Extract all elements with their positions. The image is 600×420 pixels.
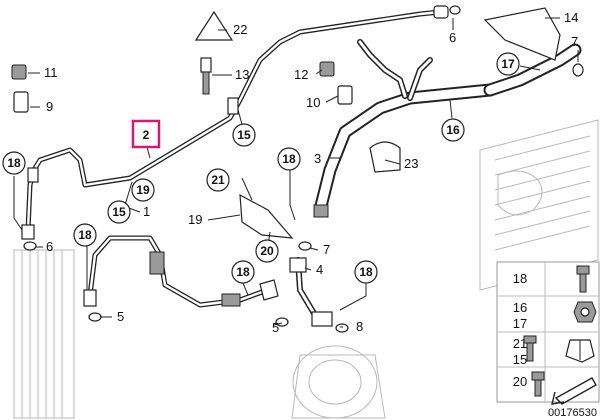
circle-18-lower-left[interactable]: 18	[73, 223, 97, 247]
label-11: 11	[44, 65, 58, 80]
condenser-outline	[13, 249, 75, 419]
legend-label-17: 17	[513, 316, 527, 331]
small-parts	[11, 5, 584, 333]
legend-nut-icon	[573, 301, 597, 323]
legend-label-15: 15	[513, 352, 527, 367]
circle-18-mid[interactable]: 18	[277, 147, 301, 171]
label-9: 9	[46, 99, 53, 114]
label-8: 8	[356, 319, 363, 334]
circle-18-bottom[interactable]: 18	[231, 260, 255, 284]
legend-screw-icon	[523, 335, 537, 362]
legend-bolt-icon	[576, 265, 590, 293]
circle-15-top[interactable]: 15	[232, 123, 256, 147]
label-19: 19	[188, 212, 202, 227]
label-10: 10	[306, 95, 320, 110]
svg-text:17: 17	[501, 57, 515, 71]
label-22: 22	[233, 22, 247, 37]
svg-text:19: 19	[136, 183, 150, 197]
svg-text:21: 21	[211, 173, 225, 187]
svg-text:18: 18	[282, 152, 296, 166]
pipe-2	[21, 5, 449, 240]
svg-text:16: 16	[446, 123, 460, 137]
svg-text:20: 20	[260, 244, 274, 258]
label-1: 1	[143, 204, 150, 219]
circle-labels: 17 15 16 18 19 15 21 18	[2, 52, 520, 284]
svg-text:18: 18	[359, 265, 373, 279]
label-2-text: 2	[143, 128, 150, 142]
evaporator-outline	[479, 119, 599, 291]
label-6-left: 6	[46, 239, 53, 254]
label-3: 3	[314, 151, 321, 166]
label-4: 4	[316, 262, 323, 277]
svg-text:15: 15	[237, 128, 251, 142]
circle-19[interactable]: 19	[131, 178, 155, 202]
label-13: 13	[235, 67, 249, 82]
circle-15-left[interactable]: 15	[107, 200, 131, 224]
legend-label-18: 18	[513, 271, 527, 286]
circle-17[interactable]: 17	[496, 52, 520, 76]
plain-labels: 22 13 11 9 6 14 7 12 10 3 23 1 6 5 19 7 …	[44, 10, 578, 335]
label-5-left: 5	[117, 309, 124, 324]
label-5-bottom: 5	[272, 320, 279, 335]
legend-clip-icon	[565, 339, 595, 363]
label-12: 12	[294, 67, 308, 82]
hose-1	[83, 235, 279, 308]
circle-18-left[interactable]: 18	[2, 151, 26, 175]
legend-arrow-icon	[551, 377, 597, 405]
leader-lines	[13, 17, 579, 328]
legend-bolt-small-icon	[531, 371, 545, 397]
legend-label-16: 16	[513, 300, 527, 315]
label-23: 23	[404, 156, 418, 171]
label-6-top: 6	[449, 30, 456, 45]
label-7-top: 7	[571, 34, 578, 49]
svg-text:18: 18	[236, 265, 250, 279]
label-2-highlight[interactable]: 2	[131, 119, 161, 149]
svg-text:15: 15	[112, 205, 126, 219]
pipe-4	[289, 257, 333, 327]
fastener-legend: 18 16 17 21 15 20 00176530	[496, 261, 600, 419]
circle-20[interactable]: 20	[255, 239, 279, 263]
svg-text:18: 18	[78, 228, 92, 242]
circle-16[interactable]: 16	[441, 118, 465, 142]
legend-label-20: 20	[513, 374, 527, 389]
label-7-mid: 7	[323, 242, 330, 257]
image-id-label: 00176530	[548, 407, 597, 419]
circle-21[interactable]: 21	[206, 168, 230, 192]
compressor-outline	[291, 345, 386, 419]
label-14: 14	[564, 10, 578, 25]
circle-18-right[interactable]: 18	[354, 260, 378, 284]
svg-text:18: 18	[7, 156, 21, 170]
